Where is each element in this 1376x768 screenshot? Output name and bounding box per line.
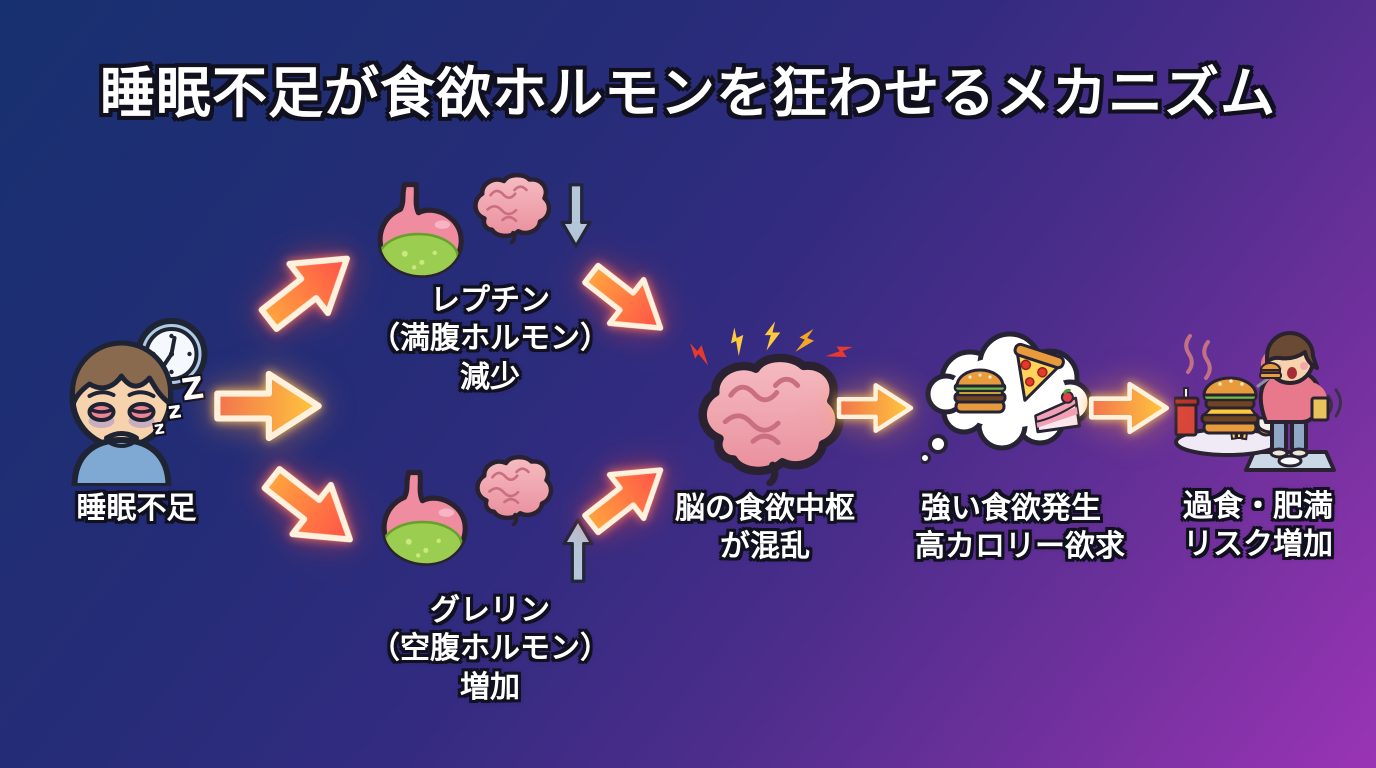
node-obesity: 過食・肥満 リスク増加 <box>1172 320 1344 565</box>
brain-center-line-1: 脳の食欲中枢 <box>675 491 855 526</box>
ghrelin-line-1: グレリン <box>430 593 550 628</box>
burger-icon <box>953 368 1007 414</box>
bubble-tail-dot <box>919 452 931 464</box>
eating-woman-icon <box>1256 331 1342 459</box>
brain-center-label: 脳の食欲中枢 が混乱 <box>650 490 880 567</box>
brain-center-line-2: が混乱 <box>720 529 810 565</box>
stomach-icon <box>378 468 472 571</box>
stomach-icon <box>374 180 468 283</box>
confused-brain-icon <box>684 321 856 486</box>
craving-label: 強い食欲発生 高カロリー欲求 <box>915 490 1125 567</box>
bubble-tail-dot <box>928 434 948 454</box>
node-leptin: レプチン （満腹ホルモン） 減少 <box>368 170 612 397</box>
thought-bubble-icon <box>919 331 1093 464</box>
sleep-label-text: 睡眠不足 <box>76 491 197 526</box>
node-craving: 強い食欲発生 高カロリー欲求 <box>915 330 1125 567</box>
obesity-line-2: リスク増加 <box>1183 527 1333 563</box>
sleep-label: 睡眠不足 <box>44 490 229 528</box>
tall-burger-icon <box>1200 376 1260 435</box>
craving-line-2: 高カロリー欲求 <box>915 529 1125 565</box>
drink-cup-icon <box>1172 387 1200 437</box>
mini-burger-icon <box>1259 362 1282 379</box>
leptin-line-3: 減少 <box>460 359 520 395</box>
node-ghrelin: グレリン （空腹ホルモン） 増加 <box>368 452 612 707</box>
node-sleep: z z Z 睡眠不足 <box>44 306 229 528</box>
leptin-line-2: （満腹ホルモン） <box>370 321 610 357</box>
page-title: 睡眠不足が食欲ホルモンを狂わせるメカニズム <box>99 61 1276 125</box>
node-brain-center: 脳の食欲中枢 が混乱 <box>650 318 880 567</box>
flow-arrow-sleep-icon <box>206 366 330 446</box>
sleepy-person-icon <box>69 318 207 489</box>
leptin-label: レプチン （満腹ホルモン） 減少 <box>368 282 612 397</box>
pizza-icon <box>1013 342 1065 402</box>
brain-icon <box>468 172 552 244</box>
zzz-letter-large: Z <box>179 370 207 409</box>
steam-icon <box>1184 334 1212 380</box>
snack-cup-icon <box>1310 396 1330 422</box>
flow-arrow-craving-to-obesity-icon <box>1086 372 1172 444</box>
overeating-person-icon <box>1172 331 1342 472</box>
ghrelin-line-3: 増加 <box>460 669 520 705</box>
brain-icon <box>470 454 554 526</box>
flow-arrow-to-leptin-icon <box>238 223 377 356</box>
obesity-label: 過食・肥満 リスク増加 <box>1172 488 1344 565</box>
flow-arrow-brain-to-craving-icon <box>834 374 916 442</box>
flow-arrow-to-ghrelin-icon <box>241 443 380 576</box>
cake-icon <box>1034 388 1081 434</box>
ghrelin-label: グレリン （空腹ホルモン） 増加 <box>368 592 612 707</box>
decrease-arrow-icon <box>558 182 594 248</box>
obesity-line-1: 過食・肥満 <box>1183 489 1333 524</box>
ghrelin-line-2: （空腹ホルモン） <box>370 631 610 667</box>
leptin-line-1: レプチン <box>430 283 550 318</box>
craving-line-1: 強い食欲発生 <box>921 491 1101 526</box>
food-pile-icon <box>1172 376 1288 457</box>
